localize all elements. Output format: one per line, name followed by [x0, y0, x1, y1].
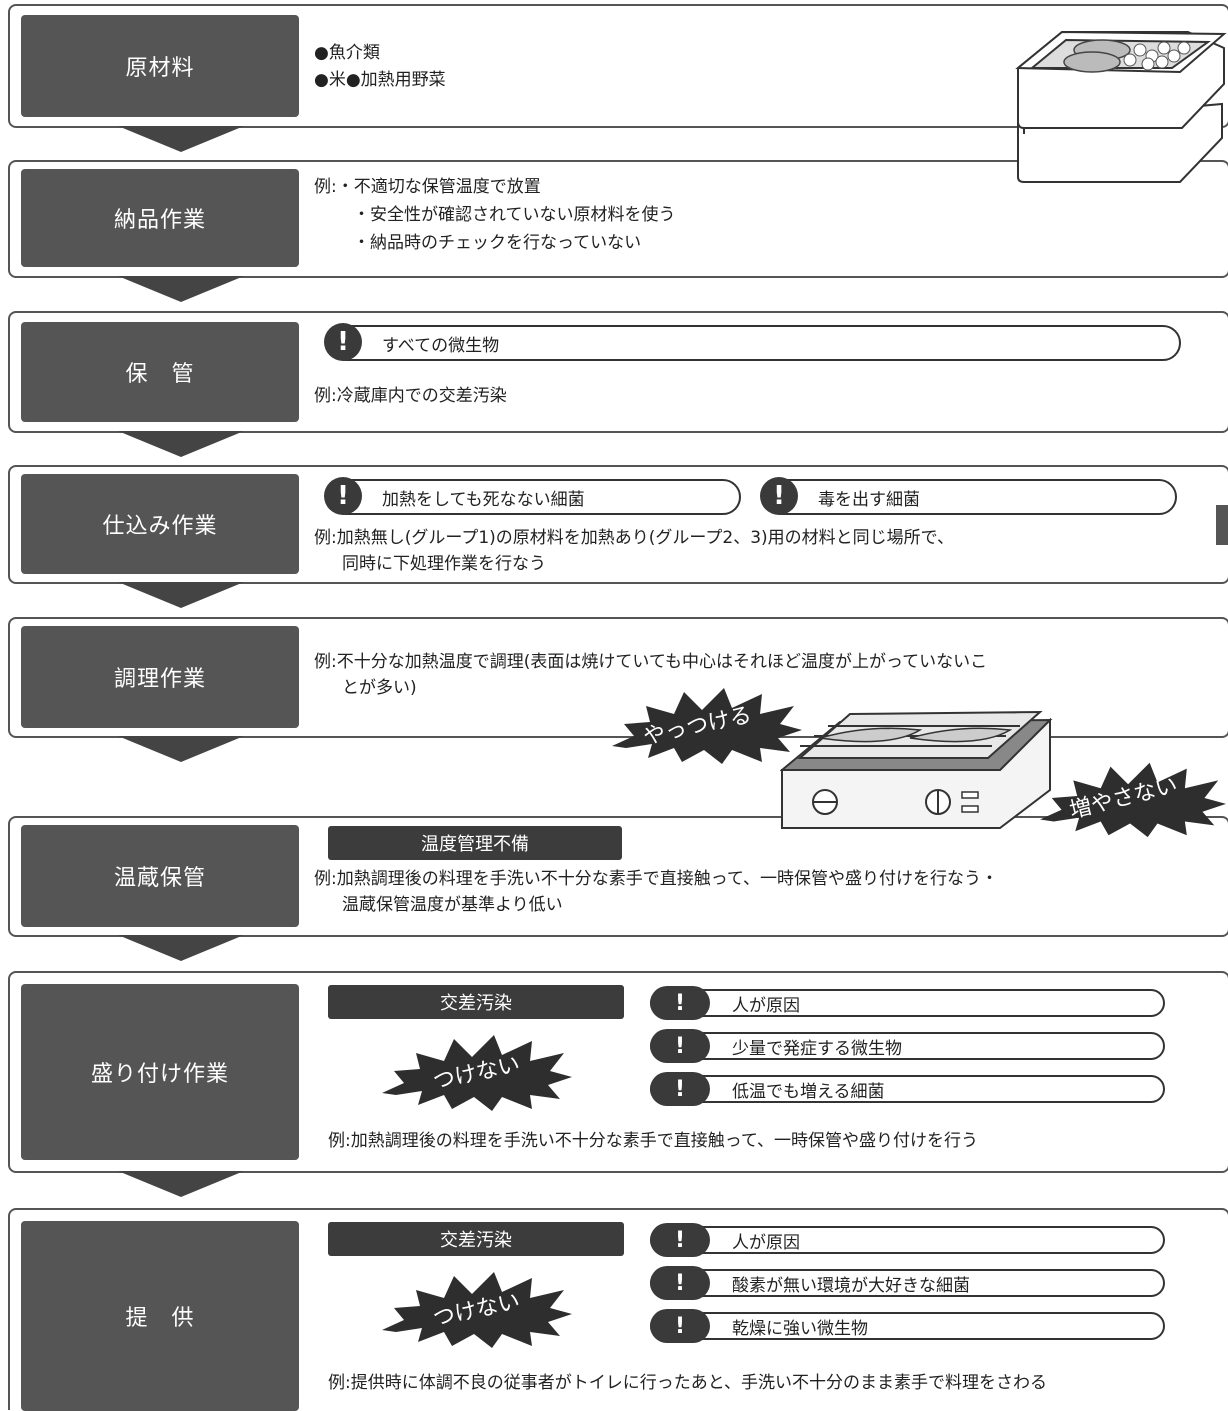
burst-shape — [1040, 762, 1226, 838]
stage-text-line: とが多い) — [342, 678, 417, 698]
stage-text-line: 例:冷蔵庫内での交差汚染 — [314, 386, 507, 406]
stage-text-line: 例:提供時に体調不良の従事者がトイレに行ったあと、手洗い不十分のまま素手で料理を… — [328, 1373, 1048, 1393]
flow-arrow — [118, 1171, 244, 1197]
burst-shape — [382, 1035, 572, 1111]
exclamation-icon: ! — [650, 1029, 710, 1063]
stage-text-line: ●魚介類 — [314, 43, 380, 63]
edge-tab — [1216, 505, 1228, 545]
hazard-text: 人が原因 — [732, 995, 800, 1016]
burst-shape — [612, 688, 802, 764]
hazard-text: すべての微生物 — [382, 335, 500, 356]
stage-plating: 盛り付け作業 交差汚染 ! 人が原因 ! 少量で発症する微生物 ! 低温でも増え… — [8, 971, 1228, 1173]
hazard-text: 低温でも増える細菌 — [732, 1081, 885, 1102]
stage-text-line: ●米●加熱用野菜 — [314, 70, 446, 90]
stage-text-line: 例:加熱調理後の料理を手洗い不十分な素手で直接触って、一時保管や盛り付けを行なう… — [314, 869, 999, 889]
stage-label: 調理作業 — [21, 626, 299, 728]
hazard-text: 乾燥に強い微生物 — [732, 1318, 868, 1339]
exclamation-icon: ! — [650, 1266, 710, 1300]
hazard-pill: ! 毒を出す細菌 — [760, 477, 1177, 515]
category-tag: 温度管理不備 — [328, 826, 622, 860]
hazard-text: 加熱をしても死なない細菌 — [382, 489, 585, 510]
stage-label: 提 供 — [21, 1221, 299, 1411]
stage-text-line: 例:加熱調理後の料理を手洗い不十分な素手で直接触って、一時保管や盛り付けを行う — [328, 1131, 979, 1151]
flow-arrow — [118, 276, 244, 302]
flow-arrow — [118, 582, 244, 608]
fish-container-illustration — [1015, 30, 1227, 183]
category-tag: 交差汚染 — [328, 985, 624, 1019]
stage-text-line: 同時に下処理作業を行なう — [342, 554, 546, 574]
stage-serving: 提 供 交差汚染 ! 人が原因 ! 酸素が無い環境が大好きな細菌 ! 乾燥に強い… — [8, 1208, 1228, 1411]
stage-preparation: 仕込み作業 ! 加熱をしても死なない細菌 ! 毒を出す細菌 例:加熱無し(グルー… — [8, 465, 1228, 584]
stage-text-line: 例:不十分な加熱温度で調理(表面は焼けていても中心はそれほど温度が上がっていない… — [314, 652, 988, 672]
burst-callout: やっつける — [612, 684, 802, 764]
hazard-text: 人が原因 — [732, 1232, 800, 1253]
hazard-pill: ! 少量で発症する微生物 — [650, 1029, 1165, 1063]
stage-text-line: ・安全性が確認されていない原材料を使う — [353, 205, 676, 225]
hazard-pill: ! 人が原因 — [650, 1223, 1165, 1257]
burst-callout: つけない — [382, 1268, 572, 1348]
hazard-pill: ! 酸素が無い環境が大好きな細菌 — [650, 1266, 1165, 1300]
burst-callout: つけない — [382, 1031, 572, 1111]
stage-text-line: ・納品時のチェックを行なっていない — [353, 233, 642, 253]
category-tag: 交差汚染 — [328, 1222, 624, 1256]
stage-text-line: 例:・不適切な保管温度で放置 — [314, 177, 541, 197]
stage-label: 納品作業 — [21, 169, 299, 267]
hazard-text: 酸素が無い環境が大好きな細菌 — [732, 1275, 970, 1296]
flow-arrow — [118, 736, 244, 762]
stage-label: 原材料 — [21, 15, 299, 117]
hazard-pill: ! すべての微生物 — [324, 323, 1181, 361]
exclamation-icon: ! — [650, 986, 710, 1020]
exclamation-icon: ! — [650, 1072, 710, 1106]
flow-arrow — [118, 935, 244, 961]
exclamation-icon: ! — [324, 477, 362, 515]
hazard-text: 毒を出す細菌 — [818, 489, 920, 510]
hazard-pill: ! 人が原因 — [650, 986, 1165, 1020]
hazard-pill: ! 乾燥に強い微生物 — [650, 1309, 1165, 1343]
grill-illustration — [780, 710, 1053, 829]
hazard-text: 少量で発症する微生物 — [732, 1038, 902, 1059]
stage-label: 盛り付け作業 — [21, 984, 299, 1160]
burst-shape — [382, 1272, 572, 1348]
hazard-pill: ! 低温でも増える細菌 — [650, 1072, 1165, 1106]
exclamation-icon: ! — [324, 323, 362, 361]
hazard-pill: ! 加熱をしても死なない細菌 — [324, 477, 741, 515]
exclamation-icon: ! — [760, 477, 798, 515]
exclamation-icon: ! — [650, 1309, 710, 1343]
stage-label: 仕込み作業 — [21, 474, 299, 574]
stage-warm-holding: 温蔵保管 温度管理不備 例:加熱調理後の料理を手洗い不十分な素手で直接触って、一… — [8, 816, 1228, 937]
burst-callout: 増やさない — [1040, 758, 1226, 838]
stage-text-line: 温蔵保管温度が基準より低い — [342, 895, 563, 915]
exclamation-icon: ! — [650, 1223, 710, 1257]
flow-arrow — [118, 126, 244, 152]
stage-label: 保 管 — [21, 322, 299, 422]
stage-storage: 保 管 ! すべての微生物 例:冷蔵庫内での交差汚染 — [8, 311, 1228, 433]
flow-arrow — [118, 431, 244, 457]
stage-text-line: 例:加熱無し(グループ1)の原材料を加熱あり(グループ2、3)用の材料と同じ場所… — [314, 528, 954, 548]
stage-label: 温蔵保管 — [21, 825, 299, 927]
